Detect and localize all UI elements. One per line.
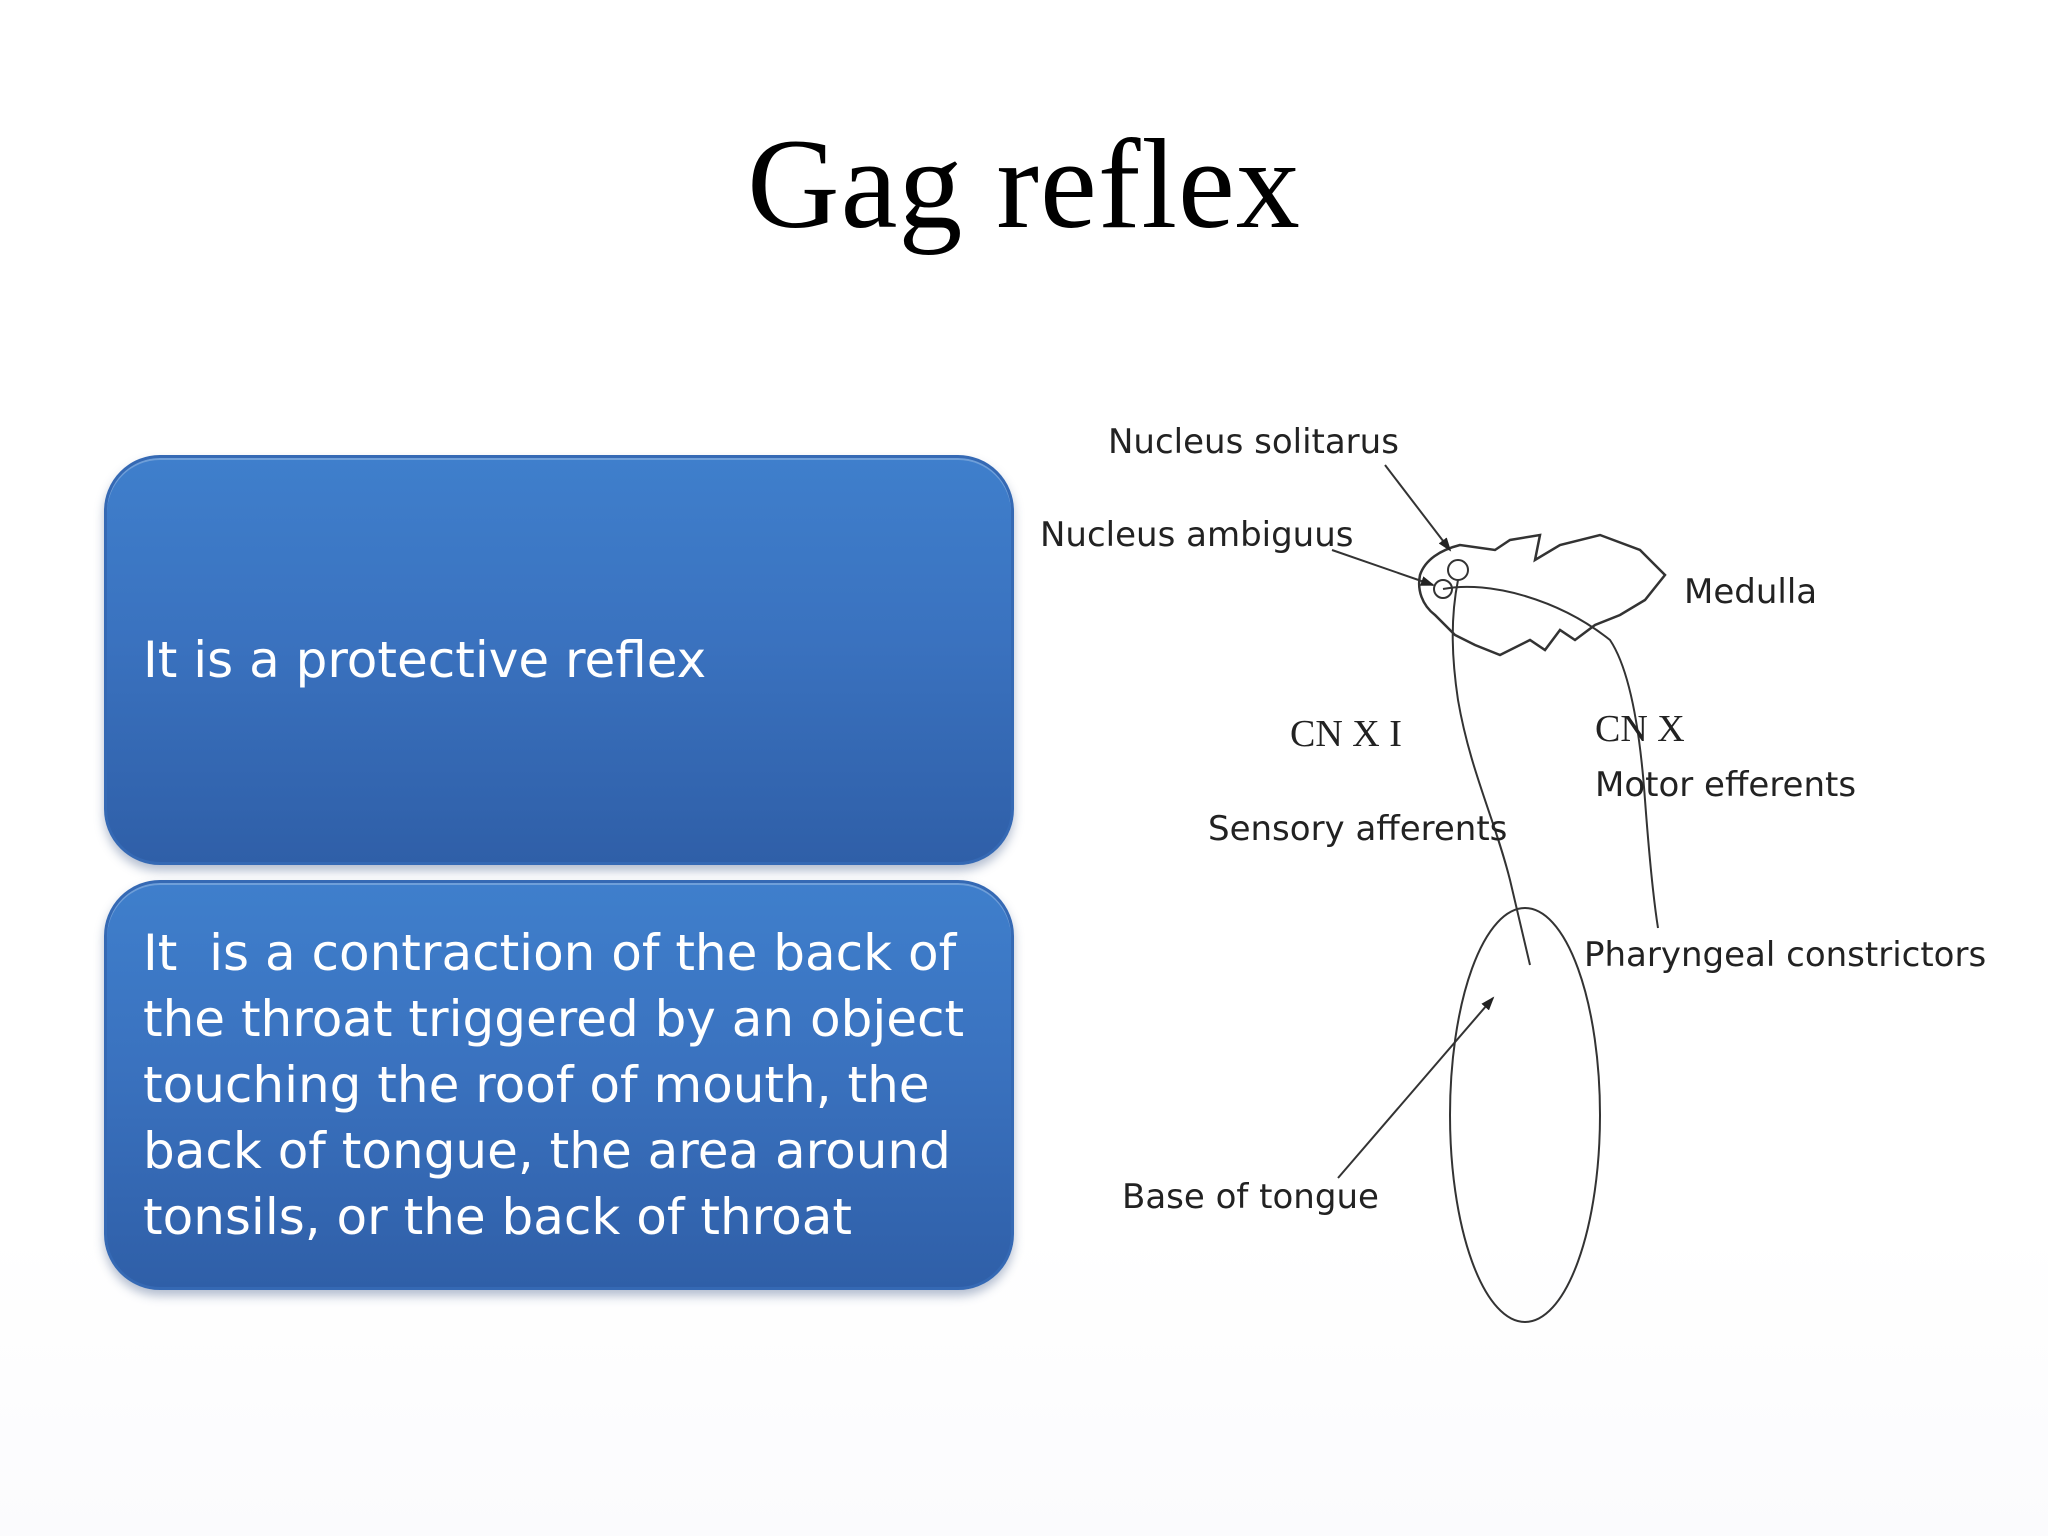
tongue-ellipse bbox=[1449, 907, 1601, 1323]
label-sensory-afferents: Sensory afferents bbox=[1208, 809, 1508, 849]
label-pharyngeal-constrictors: Pharyngeal constrictors bbox=[1584, 935, 1987, 975]
label-nucleus-ambiguus: Nucleus ambiguus bbox=[1040, 515, 1354, 555]
info-box-protective-text: It is a protective reflex bbox=[143, 631, 707, 689]
nucleus-solitarus-circle bbox=[1447, 559, 1469, 581]
reflex-diagram-drawing bbox=[1331, 464, 1667, 1323]
label-cn-xi: CN X I bbox=[1290, 713, 1402, 755]
info-box-contraction: It is a contraction of the back of the t… bbox=[104, 880, 1014, 1290]
sensory-afferent-path bbox=[1451, 579, 1531, 966]
nucleus-solitarus-pointer bbox=[1384, 464, 1452, 552]
nucleus-ambiguus-pointer bbox=[1331, 549, 1435, 586]
slide-title: Gag reflex bbox=[747, 113, 1301, 255]
label-cn-x: CN X bbox=[1595, 708, 1685, 750]
base-of-tongue-pointer bbox=[1337, 996, 1495, 1179]
reflex-diagram: Nucleus solitarus Nucleus ambiguus Medul… bbox=[1040, 400, 2020, 1360]
label-motor-efferents: Motor efferents bbox=[1595, 765, 1857, 805]
label-base-of-tongue: Base of tongue bbox=[1122, 1177, 1379, 1217]
info-box-contraction-text: It is a contraction of the back of the t… bbox=[143, 924, 980, 1246]
motor-efferent-path bbox=[1442, 585, 1659, 929]
label-medulla: Medulla bbox=[1684, 572, 1818, 612]
nucleus-ambiguus-circle bbox=[1433, 579, 1453, 599]
label-nucleus-solitarus: Nucleus solitarus bbox=[1108, 422, 1399, 462]
info-box-protective: It is a protective reflex bbox=[104, 455, 1014, 865]
